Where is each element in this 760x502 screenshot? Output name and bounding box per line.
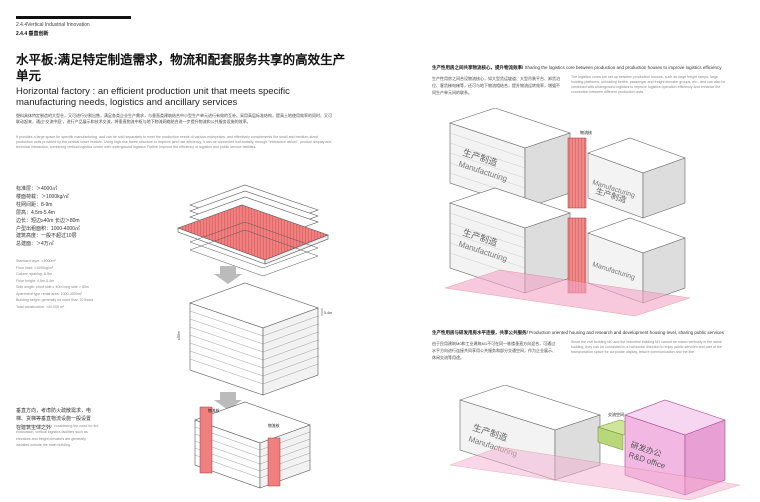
spec-item: 标准层：＞4000㎡ (16, 186, 58, 192)
dimension-label: 5.4m (324, 311, 332, 315)
logistics-core: 物流核 (567, 129, 592, 209)
section2-text-cn: 由于民用建筑M0和工业建筑M1不可在同一栋楼垂直方向混合，可通过水平方向进行连接… (432, 341, 556, 361)
logistics-core (267, 437, 281, 487)
spec-item-en: Column spacing: 8-9m (16, 272, 52, 276)
intro-text-en: It provides a large space for specific m… (16, 135, 332, 149)
spec-list-cn: 标准层：＞4000㎡ 楼面荷载：＞1000kg/㎡ 柱网间距：8-9m 层高：4… (16, 186, 104, 249)
section2-heading-cn: 生产性用房与研发用房水平连接，共享公共服务/ (432, 330, 528, 335)
spec-item: 总建面：＞4万㎡ (16, 241, 54, 248)
section1-text-en: The logistics cores are set up between p… (571, 75, 726, 94)
section1-heading: 生产性用房之间共享物流核心，提升物流效率/ Sharing the logist… (432, 65, 752, 71)
manufacturing-block: 生产制造 Manufacturing (449, 108, 571, 209)
spec-item: 建筑高度：一般不超过10层 (16, 233, 77, 240)
spec-item-en: Building height: generally no more than … (16, 298, 94, 302)
section1-heading-cn: 生产性用房之间共享物流核心，提升物流效率/ (432, 65, 524, 70)
section-label-cn: 2.4.4 垂直创新 (16, 31, 49, 37)
spec-item-en: Floor height: 4.5m-5.4m (16, 278, 55, 283)
section-label-en: 2.4.4Vertical Industrial Innovation (16, 22, 90, 28)
logistics-core-label: 物流核 (208, 408, 220, 413)
spec-item: 边长：短边≥40m 长边＞80m (16, 217, 80, 224)
section2-heading: 生产性用房与研发用房水平连接，共享公共服务/ Production orient… (432, 330, 752, 336)
shared-services-diagram: 生产制造 Manufacturing 交流空间 研发办公 R&D office (449, 385, 741, 500)
section2-text-en: Since the civil building M0 and the indu… (571, 340, 723, 354)
logistics-core-label: 物流核 (268, 423, 280, 428)
spec-list-en: Standard layer: >4000m² Floor load: >100… (16, 258, 111, 310)
vertical-note-en: In the vertical direction, considering t… (16, 424, 99, 447)
header-rule (16, 16, 131, 19)
arrow-down-icon (214, 266, 242, 284)
space-label: 交流空间 (608, 411, 624, 417)
manufacturing-block: 生产制造 Manufacturing (449, 187, 571, 294)
spec-item: 柱网间距：8-9m (16, 201, 53, 208)
section1-text-cn: 生产性用房之间合设物流核心，如大型货运坡道、大型吊装平台、卸货泊位、客货梯电梯等… (432, 76, 560, 96)
spec-item: 户型出租面积：1000-4000㎡ (16, 225, 80, 232)
section1-heading-en: Sharing the logistics core between produ… (523, 65, 722, 70)
building-with-logistics-cores: 物流核 物流核 (194, 401, 311, 489)
spec-item-en: Total construction: >40,000 m² (16, 304, 65, 309)
spec-item-en: Apartment type rental area: 1000-4000m² (16, 291, 82, 296)
page-title-cn: 水平板:满足特定制造需求，物流和配套服务共享的高效生产单元 (16, 53, 346, 83)
horizontal-factory-diagram: 5.4m ≤50m 物流核 物流核 (177, 184, 332, 489)
spec-item-en: Side length: short side ≥ 40m long side … (16, 285, 89, 289)
manufacturing-block: Manufacturing 生产制造 (587, 137, 686, 219)
dimension-label: ≤50m (177, 331, 181, 340)
building-block: 5.4m ≤50m (177, 282, 332, 396)
ground-plate (444, 269, 691, 317)
spec-item-en: Floor load: >1000kg/m² (16, 265, 54, 270)
spec-item: 层高：4.5m-5.4m (16, 209, 55, 216)
spec-item: 楼面荷载：＞1000kg/㎡ (16, 193, 69, 200)
spec-item-en: Standard layer: >4000m² (16, 259, 56, 263)
section2-heading-en: Production oriented housing and research… (527, 330, 724, 335)
arrow-down-icon (214, 392, 242, 410)
shared-logistics-diagram: 生产制造 Manufacturing 物流核 Manufacturing 生产制… (444, 108, 691, 317)
page-title-en: Horizontal factory : an efficient produc… (16, 86, 290, 108)
intro-text-cn: 塑料具体特定制造的大型仓，又可进行分割出售，满足各类企业生产需求，与垂直类建筑结… (16, 113, 332, 124)
ground-plate (449, 446, 741, 500)
vertical-note-cn: 垂直方向，考虑防火疏散需求，电梯、货梯等垂直物流设施一般设置在建筑主体之外 (16, 408, 92, 431)
logistics-core-label: 物流核 (580, 129, 592, 135)
logistics-core (199, 406, 213, 474)
